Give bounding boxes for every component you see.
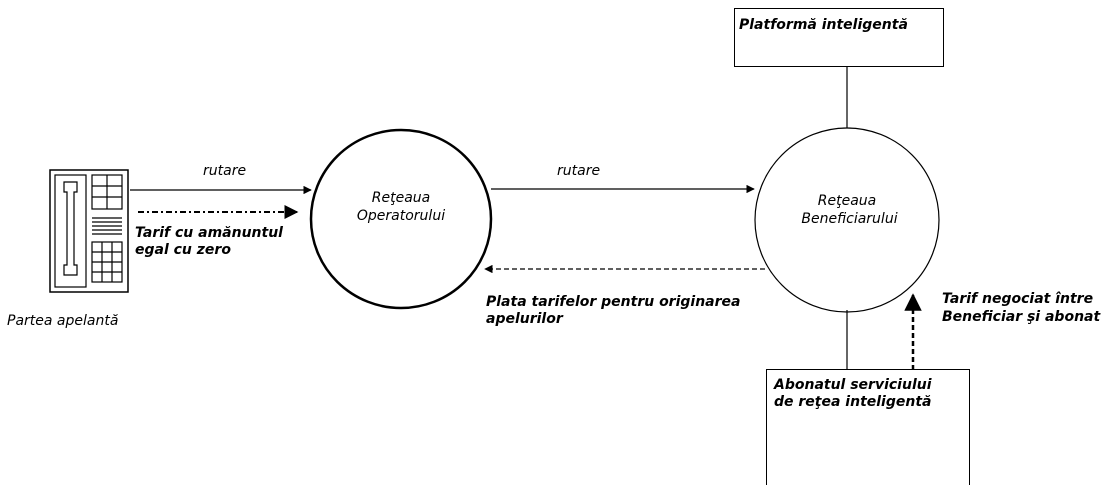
subscriber-label-line2: de reţea inteligentă: [774, 394, 932, 410]
negotiated-tariff-label-line2: Beneficiar şi abonat: [942, 309, 1101, 325]
negotiated-tariff-label-line1: Tarif negociat între: [942, 291, 1094, 307]
beneficiary-network-label-line1: Reţeaua: [817, 193, 877, 209]
retail-tariff-label-line1: Tarif cu amănuntul: [135, 225, 283, 241]
routing-right-label: rutare: [557, 163, 601, 179]
intelligent-platform-box: Platformă inteligentă: [734, 8, 944, 67]
operator-network-circle: [309, 128, 493, 310]
subscriber-box: Abonatul serviciului de reţea inteligent…: [766, 369, 970, 485]
retail-tariff-label-line2: egal cu zero: [135, 242, 231, 258]
routing-left-label: rutare: [203, 163, 247, 179]
origination-payment-label-line2: apelurilor: [486, 311, 563, 327]
operator-network-label-line2: Operatorului: [356, 208, 446, 224]
subscriber-label-line1: Abonatul serviciului: [774, 377, 932, 393]
telephone-icon: [49, 169, 129, 293]
operator-network-label-line1: Reţeaua: [371, 190, 431, 206]
beneficiary-network-label-line2: Beneficiarului: [801, 211, 898, 227]
origination-payment-label-line1: Plata tarifelor pentru originarea: [486, 294, 741, 310]
calling-party-label: Partea apelantă: [7, 313, 119, 329]
intelligent-platform-label: Platformă inteligentă: [739, 17, 908, 33]
